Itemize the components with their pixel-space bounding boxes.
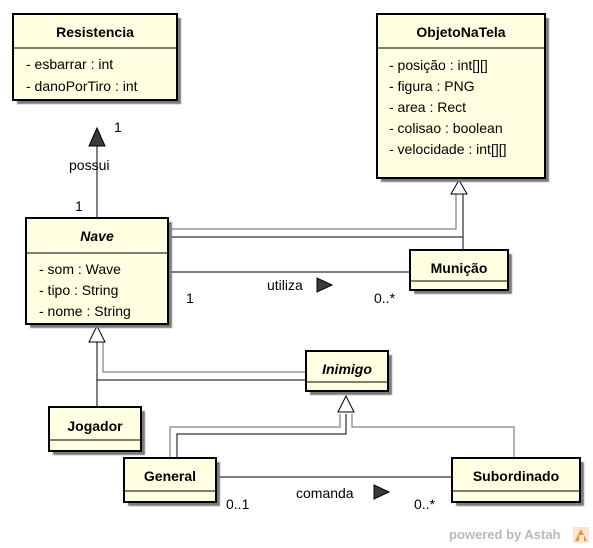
nave-attr-nome: - nome : String <box>39 303 131 319</box>
general-inimigo-generalization-line-2 <box>176 414 347 457</box>
objeto-attr-posicao: - posição : int[][] <box>389 57 488 73</box>
nave-attr-som: - som : Wave <box>39 261 121 277</box>
class-general[interactable]: General <box>123 457 220 506</box>
class-nave-title: Nave <box>80 228 114 244</box>
class-objetonatela-title: ObjetoNaTela <box>416 24 505 40</box>
nave-objeto-generalization-line <box>168 194 457 230</box>
general-inimigo-generalization-line <box>169 414 341 457</box>
utiliza-mult-right: 0..* <box>374 290 396 306</box>
inimigo-nave-generalization-line <box>102 342 305 373</box>
possui-mult-top: 1 <box>114 119 122 135</box>
powered-by-watermark: powered by Astah <box>449 527 561 542</box>
class-inimigo[interactable]: Inimigo <box>305 350 392 395</box>
class-resistencia-title: Resistencia <box>56 24 134 40</box>
class-jogador-title: Jogador <box>67 418 123 434</box>
class-jogador[interactable]: Jogador <box>48 406 145 455</box>
class-municao[interactable]: Munição <box>409 249 512 294</box>
comanda-direction-icon <box>373 484 391 500</box>
objeto-attr-colisao: - colisao : boolean <box>389 120 503 136</box>
possui-mult-bottom: 1 <box>75 198 83 214</box>
astah-logo-icon <box>573 527 589 543</box>
objeto-generalization-arrow <box>450 178 468 195</box>
resistencia-attr-esbarrar: - esbarrar : int <box>26 56 113 72</box>
nave-objeto-generalization-line-2 <box>168 194 464 238</box>
class-subordinado[interactable]: Subordinado <box>451 457 584 506</box>
inimigo-generalization-arrow <box>337 394 355 413</box>
class-municao-title: Munição <box>431 260 488 276</box>
nave-generalization-arrow <box>88 324 106 343</box>
class-general-title: General <box>144 468 196 484</box>
class-subordinado-title: Subordinado <box>473 468 559 484</box>
nave-attr-tipo: - tipo : String <box>39 282 118 298</box>
class-resistencia[interactable]: Resistencia - esbarrar : int - danoPorTi… <box>12 13 181 104</box>
comanda-label: comanda <box>296 485 354 501</box>
utiliza-mult-left: 1 <box>186 290 194 306</box>
class-inimigo-title: Inimigo <box>322 361 372 377</box>
utiliza-label: utiliza <box>267 277 303 293</box>
resistencia-attr-dano: - danoPorTiro : int <box>26 78 138 94</box>
possui-aggregation-head <box>88 126 106 147</box>
class-nave[interactable]: Nave - som : Wave - tipo : String - nome… <box>25 217 172 328</box>
possui-label: possui <box>69 157 109 173</box>
comanda-mult-right: 0..* <box>414 496 436 512</box>
relationship-lines <box>96 146 515 478</box>
objeto-attr-figura: - figura : PNG <box>389 78 475 94</box>
objeto-attr-area: - area : Rect <box>389 99 466 115</box>
comanda-mult-left: 0..1 <box>226 496 250 512</box>
class-objetonatela[interactable]: ObjetoNaTela - posição : int[][] - figur… <box>376 13 549 182</box>
utiliza-direction-icon <box>316 277 334 293</box>
subordinado-inimigo-generalization-line <box>351 414 515 457</box>
objeto-attr-velocidade: - velocidade : int[][] <box>389 141 507 157</box>
